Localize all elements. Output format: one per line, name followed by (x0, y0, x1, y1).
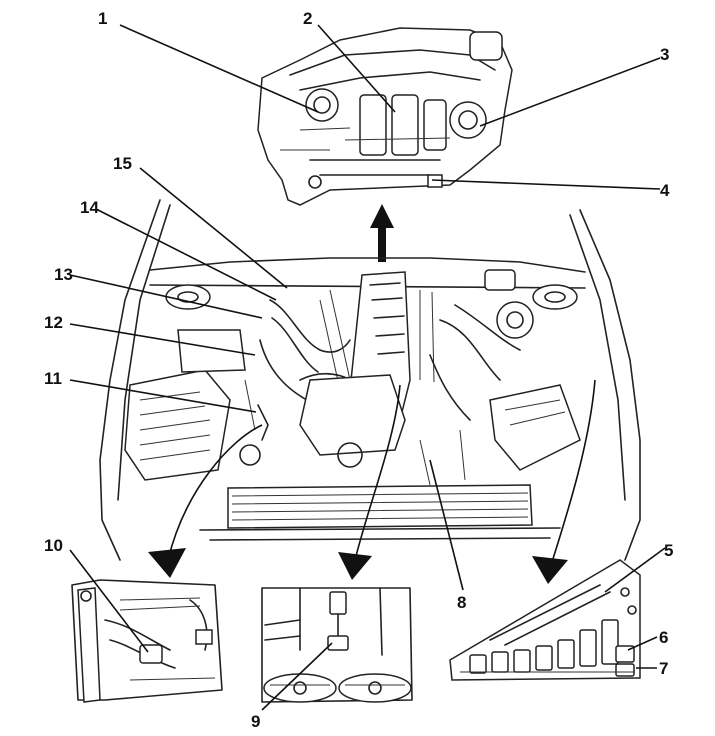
callout-8: 8 (457, 593, 466, 612)
inset-bottom-right-fusebox (449, 559, 641, 681)
callout-3: 3 (660, 45, 669, 64)
callout-12: 12 (44, 313, 63, 332)
callout-5: 5 (664, 541, 673, 560)
inset-bottom-left (71, 579, 223, 703)
callout-4: 4 (660, 181, 670, 200)
callout-13: 13 (54, 265, 73, 284)
engine-bay (99, 199, 641, 561)
callout-7: 7 (659, 659, 668, 678)
callout-11: 11 (44, 369, 62, 388)
callout-10: 10 (44, 536, 63, 555)
callout-labels: 1 2 3 4 5 6 7 8 9 10 11 12 13 14 15 (44, 9, 673, 731)
callout-15: 15 (113, 154, 132, 173)
inset-bottom-center (261, 587, 413, 703)
callout-14: 14 (80, 198, 99, 217)
arrow-to-top-inset (370, 204, 394, 262)
leader-lines (69, 24, 666, 711)
arrows-to-insets (148, 379, 596, 584)
callout-6: 6 (659, 628, 668, 647)
callout-1: 1 (98, 9, 107, 28)
inset-top-manifold (257, 27, 513, 206)
callout-2: 2 (303, 9, 312, 28)
callout-9: 9 (251, 712, 260, 731)
